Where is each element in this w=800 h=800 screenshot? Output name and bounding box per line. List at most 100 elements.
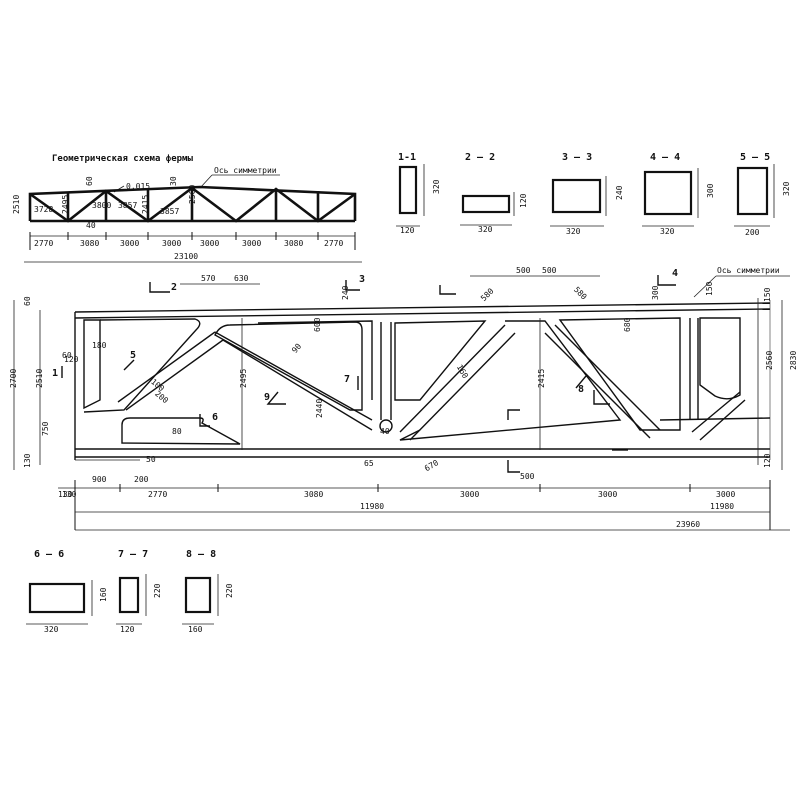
scheme-bay-5: 3000 bbox=[242, 239, 261, 248]
scheme-diag-8: 30 bbox=[169, 176, 178, 186]
scheme-bay-6: 3080 bbox=[284, 239, 303, 248]
main-right-h-0: 2830 bbox=[789, 351, 798, 370]
cut-mark-5: 5 bbox=[130, 350, 136, 361]
cut-mark-3: 3 bbox=[359, 274, 365, 285]
cut-mark-7: 7 bbox=[344, 374, 350, 385]
main-dim-1: 120 bbox=[64, 355, 79, 364]
main-dim-18: 130 bbox=[58, 490, 73, 499]
section-7-label: 7 — 7 bbox=[118, 549, 148, 560]
section-2-shape bbox=[461, 194, 511, 214]
main-left-h-3: 130 bbox=[23, 453, 32, 468]
main-left-h-4: 750 bbox=[41, 421, 50, 436]
main-dim-15: 300 bbox=[651, 285, 660, 300]
total-span: 23960 bbox=[676, 520, 700, 529]
main-top-3: 500 bbox=[516, 266, 531, 275]
scheme-bay-2: 3000 bbox=[120, 239, 139, 248]
main-dim-17: 50 bbox=[146, 455, 156, 464]
section-7-w: 120 bbox=[120, 625, 135, 634]
section-8-shape bbox=[184, 576, 212, 614]
section-8-w: 160 bbox=[188, 625, 203, 634]
half-span-right: 11980 bbox=[710, 502, 734, 511]
scheme-bay-7: 2770 bbox=[324, 239, 343, 248]
main-axis-label: Ось симметрии bbox=[717, 266, 780, 275]
section-7-shape bbox=[118, 576, 140, 614]
section-6-w: 320 bbox=[44, 625, 59, 634]
section-7-h: 220 bbox=[153, 583, 162, 598]
main-dim-5: 200 bbox=[153, 389, 170, 405]
section-5-shape bbox=[736, 166, 769, 216]
main-right-h-2: 150 bbox=[763, 287, 772, 302]
cut-marks: 2 3 4 1 5 6 7 8 9 bbox=[52, 268, 678, 473]
main-left-h-2: 60 bbox=[23, 296, 32, 306]
scheme-h2: 2560 bbox=[188, 185, 197, 204]
main-dim-9: 680 bbox=[623, 317, 632, 332]
scheme-diag-4: 40 bbox=[86, 221, 96, 230]
section-8-h: 220 bbox=[225, 583, 234, 598]
cut-mark-9: 9 bbox=[264, 392, 270, 403]
section-3-h: 240 bbox=[615, 185, 624, 200]
cut-mark-1: 1 bbox=[52, 368, 58, 379]
section-4-shape bbox=[643, 170, 693, 216]
scheme-diag-7: 3857 bbox=[160, 207, 179, 216]
main-left-h-1: 2510 bbox=[35, 369, 44, 388]
sections-bottom: 6 — 6 320 160 7 — 7 120 220 8 — 8 160 22… bbox=[26, 549, 234, 634]
scheme-bay-4: 3000 bbox=[200, 239, 219, 248]
main-dim-10: 500 bbox=[520, 472, 535, 481]
bottom-1: 900 bbox=[92, 475, 107, 484]
section-6-label: 6 — 6 bbox=[34, 549, 64, 560]
cut-mark-6: 6 bbox=[212, 412, 218, 423]
main-top-5: 580 bbox=[572, 285, 589, 302]
main-left-h-0: 2700 bbox=[9, 369, 18, 388]
main-dim-16: 240 bbox=[341, 285, 350, 300]
main-top-4: 500 bbox=[542, 266, 557, 275]
main-dim-13: 40 bbox=[380, 427, 390, 436]
main-dim-8: 600 bbox=[313, 317, 322, 332]
section-4-label: 4 — 4 bbox=[650, 152, 680, 163]
section-5-label: 5 — 5 bbox=[740, 152, 770, 163]
sections-top: 1-1 120 320 2 — 2 320 120 3 — 3 320 240 … bbox=[396, 152, 791, 237]
section-1-h: 320 bbox=[432, 179, 441, 194]
scheme-h1: 2510 bbox=[12, 195, 21, 214]
section-6-shape bbox=[28, 582, 86, 614]
geometric-scheme: Геометрическая схема фермы Ось симметрии… bbox=[12, 154, 362, 263]
main-dim-14: 160 bbox=[455, 363, 470, 380]
section-4-h: 300 bbox=[706, 183, 715, 198]
bottom-7: 3000 bbox=[716, 490, 735, 499]
section-1-shape bbox=[398, 165, 418, 215]
bottom-5: 3000 bbox=[460, 490, 479, 499]
main-inner-h-0: 2495 bbox=[239, 369, 248, 388]
section-6-h: 160 bbox=[99, 587, 108, 602]
main-dim-2: 180 bbox=[92, 341, 107, 350]
scheme-diag-5: 3857 bbox=[118, 201, 137, 210]
section-8-label: 8 — 8 bbox=[186, 549, 216, 560]
scheme-diag-1: 2495 bbox=[61, 195, 70, 214]
main-right-h-3: 120 bbox=[763, 453, 772, 468]
bottom-0: 130 bbox=[62, 490, 77, 499]
section-3-w: 320 bbox=[566, 227, 581, 236]
scheme-total: 23100 bbox=[174, 252, 198, 261]
main-dim-12: 65 bbox=[364, 459, 374, 468]
main-top-0: 570 bbox=[201, 274, 216, 283]
bottom-6: 3000 bbox=[598, 490, 617, 499]
cut-mark-2: 2 bbox=[171, 282, 177, 293]
scheme-bay-1: 3080 bbox=[80, 239, 99, 248]
scheme-title: Геометрическая схема фермы bbox=[52, 154, 193, 164]
section-4-w: 320 bbox=[660, 227, 675, 236]
scheme-bay-3: 3000 bbox=[162, 239, 181, 248]
section-1-w: 120 bbox=[400, 226, 415, 235]
truss-elevation: Ось симметрии 2700 2510 60 130 750 2830 … bbox=[9, 266, 798, 531]
main-dim-7: 150 bbox=[705, 281, 714, 296]
cut-mark-8: 8 bbox=[578, 384, 584, 395]
bottom-3: 200 bbox=[134, 475, 149, 484]
scheme-diag-3: 3800 bbox=[92, 201, 111, 210]
scheme-diag-6: 2415 bbox=[141, 195, 150, 214]
section-5-w: 200 bbox=[745, 228, 760, 237]
scheme-slope: 0,015 bbox=[126, 182, 150, 191]
main-dim-6: 90 bbox=[290, 342, 303, 355]
half-span: 11980 bbox=[360, 502, 384, 511]
main-dim-11: 670 bbox=[423, 458, 440, 473]
section-1-label: 1-1 bbox=[398, 152, 416, 163]
bottom-4: 3080 bbox=[304, 490, 323, 499]
section-2-w: 320 bbox=[478, 225, 493, 234]
